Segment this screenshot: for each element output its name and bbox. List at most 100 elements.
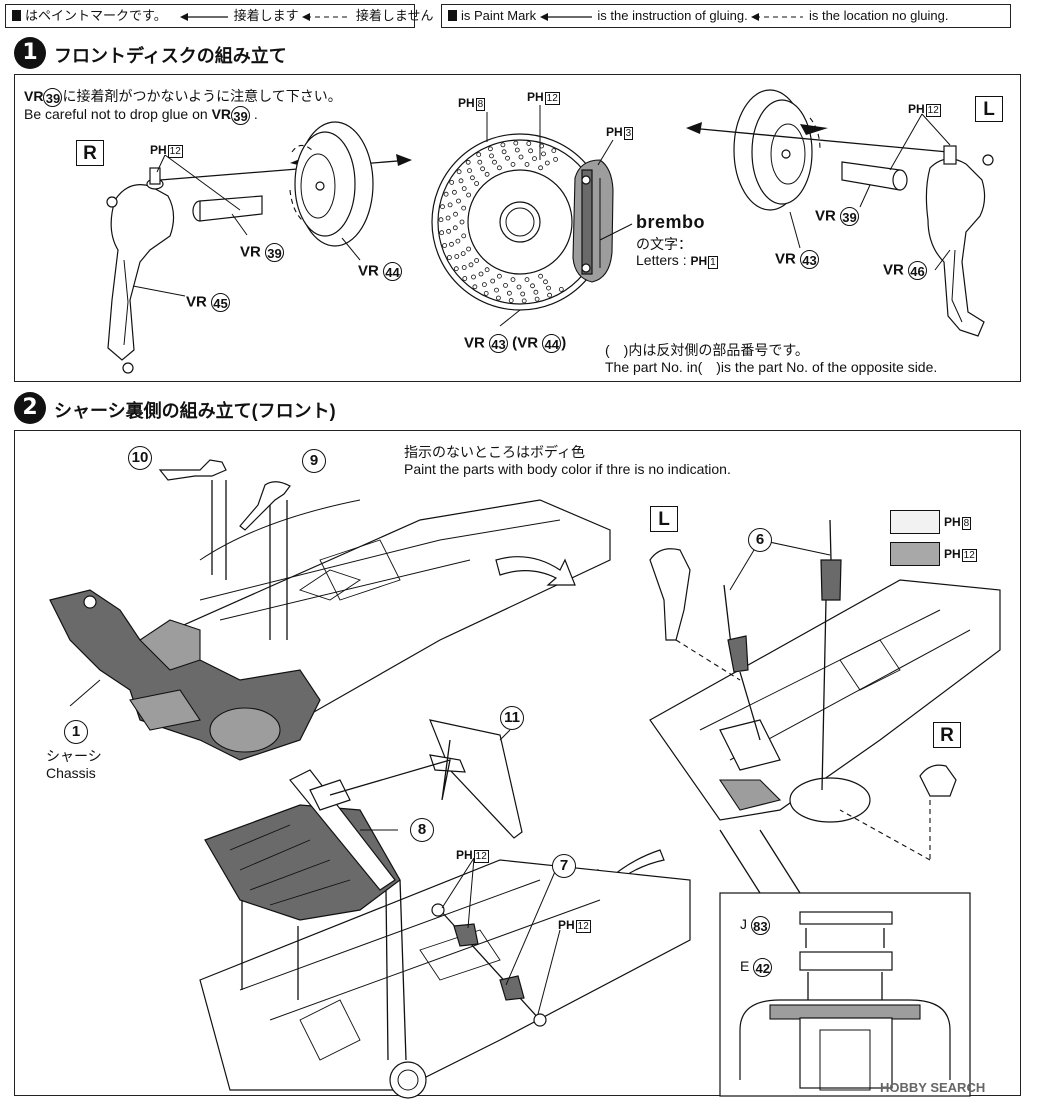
drill-hole bbox=[459, 219, 465, 225]
pin-vr39-left bbox=[841, 161, 908, 191]
drill-hole bbox=[461, 265, 467, 270]
drill-hole bbox=[487, 146, 493, 152]
legend-en-glue: is the instruction of gluing. bbox=[597, 8, 748, 23]
drill-hole bbox=[518, 154, 524, 160]
drill-hole bbox=[532, 156, 537, 162]
drill-hole bbox=[508, 298, 514, 303]
chassis-top-view bbox=[49, 499, 611, 761]
drill-hole bbox=[534, 296, 540, 302]
drill-hole bbox=[456, 169, 462, 175]
drill-hole bbox=[451, 189, 457, 195]
drill-hole bbox=[452, 225, 458, 231]
step1-panel bbox=[14, 74, 1021, 382]
swatch-light bbox=[890, 510, 940, 534]
drill-hole bbox=[538, 165, 543, 171]
drill-hole bbox=[466, 246, 472, 252]
chassis-label-jp: シャーシ bbox=[46, 748, 102, 764]
drill-hole bbox=[524, 277, 530, 283]
drill-hole bbox=[544, 160, 550, 166]
drill-hole bbox=[496, 165, 502, 171]
drill-hole bbox=[530, 283, 535, 289]
rotor-vr43 bbox=[733, 89, 821, 211]
solid-arrow-icon bbox=[179, 12, 228, 21]
drill-hole bbox=[455, 238, 461, 244]
step2-side-right: R bbox=[933, 722, 961, 748]
drill-hole bbox=[503, 282, 508, 288]
paint-mark-icon bbox=[12, 10, 21, 21]
swatch-dark bbox=[890, 542, 940, 566]
drill-hole bbox=[484, 171, 490, 177]
drill-hole bbox=[442, 243, 448, 248]
drill-hole bbox=[510, 277, 516, 283]
side-right-label: R bbox=[76, 140, 104, 166]
drill-hole bbox=[468, 262, 474, 268]
part-6-label: 6 bbox=[748, 528, 772, 552]
part-10-label: 10 bbox=[128, 446, 152, 470]
brembo-label: brembo bbox=[636, 212, 706, 232]
part-vr45: VR 45 bbox=[186, 293, 231, 312]
drill-hole bbox=[533, 289, 539, 295]
legend-jp-glue: 接着します bbox=[233, 8, 299, 23]
drill-hole bbox=[484, 267, 490, 273]
paint-mark-icon bbox=[448, 10, 457, 21]
drill-hole bbox=[449, 241, 454, 247]
steering-rod-7 bbox=[431, 903, 547, 1027]
drill-hole bbox=[460, 251, 466, 257]
part-vr43-left: VR 43 bbox=[775, 250, 820, 269]
solid-arrow-icon bbox=[539, 12, 592, 21]
drill-hole bbox=[501, 149, 507, 155]
drill-hole bbox=[461, 233, 467, 239]
drill-hole bbox=[449, 179, 455, 185]
step2-title: シャーシ裏側の組み立て(フロント) bbox=[54, 401, 336, 421]
part-vr39-right: VR 39 bbox=[240, 243, 285, 262]
step1-number: 1 bbox=[14, 37, 46, 69]
part-7-label: 7 bbox=[552, 854, 576, 878]
letters-jp: の文字： bbox=[636, 236, 692, 252]
step2-panel bbox=[14, 430, 1021, 1096]
dashed-arrow-icon bbox=[302, 12, 351, 21]
part-vr43-disc: VR 43 (VR 44) bbox=[464, 334, 567, 353]
drill-hole bbox=[505, 155, 510, 161]
disc-front-view bbox=[431, 133, 609, 311]
drill-hole bbox=[553, 156, 558, 162]
part-1-label: 1 bbox=[64, 720, 88, 744]
knuckle-left-vr46 bbox=[925, 145, 994, 337]
drill-hole bbox=[495, 295, 501, 301]
drill-hole bbox=[462, 276, 468, 281]
drill-hole bbox=[461, 205, 467, 211]
knuckle-right-vr45 bbox=[106, 167, 175, 374]
pin-vr39-right bbox=[192, 195, 263, 222]
step2-number: 2 bbox=[14, 392, 46, 424]
detail-j83: J 83 bbox=[740, 916, 770, 935]
drill-hole bbox=[474, 258, 480, 263]
watermark: HOBBY SEARCH bbox=[880, 1080, 985, 1095]
brace-11 bbox=[429, 719, 523, 839]
drill-hole bbox=[445, 215, 451, 221]
drill-hole bbox=[439, 230, 445, 236]
drill-hole bbox=[471, 274, 476, 280]
drill-hole bbox=[528, 148, 533, 154]
drill-hole bbox=[469, 175, 475, 181]
drill-hole bbox=[458, 178, 464, 184]
detail-e42: E 42 bbox=[740, 958, 773, 977]
chassis-bottom-view bbox=[199, 859, 691, 1099]
part-9-label: 9 bbox=[302, 449, 326, 473]
step1-title: フロントディスクの組み立て bbox=[54, 46, 287, 66]
drill-hole bbox=[456, 198, 461, 204]
legend-jp: はペイントマークです。 接着します 接着しません bbox=[5, 4, 433, 28]
drill-hole bbox=[476, 152, 482, 158]
drill-hole bbox=[478, 271, 484, 277]
